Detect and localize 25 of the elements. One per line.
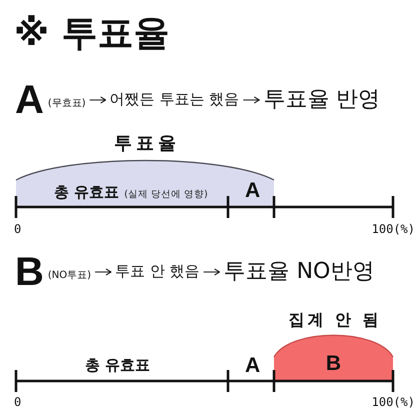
axis-tick-label: 0 [14,396,22,410]
result-text: 투표율 반영 [263,87,380,113]
arrow [204,268,220,276]
arch-heading: 집계 안 됨 [287,311,382,330]
segment-label: B [326,353,342,374]
axis-tick-label: 100(%) [372,223,415,237]
arch-heading: 투표율 [113,134,180,155]
arrow [90,96,106,104]
segment-label: 총 유효표 [85,357,150,374]
segment-label: 총 유효표 [54,184,120,202]
segment-note: (실제 당선에 영향) [124,190,208,201]
step-text: 어쨌든 투표는 했음 [110,91,240,109]
case-letter: B [15,252,44,292]
axis-tick-label: 100(%) [372,396,415,410]
arrow [243,96,260,104]
axis-tick-label: 0 [14,223,22,237]
segment-label: A [245,180,260,201]
case-note: (NO투표) [48,270,92,282]
arrow [95,268,112,276]
case-note: (무효표) [48,98,86,110]
step-text: 투표 안 했음 [115,263,200,281]
case-letter: A [15,80,44,120]
segment-label: A [245,355,260,376]
page-title: ※ 투표율 [14,12,170,56]
result-text: 투표율 NO반영 [224,259,374,285]
